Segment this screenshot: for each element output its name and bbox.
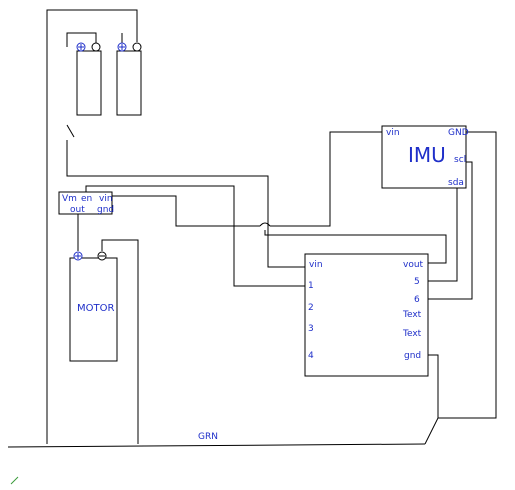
controller-pin-text-2: Text [402, 329, 422, 339]
controller-pin-3: 3 [308, 324, 314, 334]
controller-pin-gnd: gnd [404, 351, 421, 361]
wire-gnd-to-rail [424, 417, 439, 445]
wire-hop-to-vout [264, 230, 447, 264]
driver-pin-out: out [70, 205, 85, 215]
battery-switch [66, 124, 75, 138]
controller-pin-5: 5 [414, 277, 420, 287]
wire-imu-scl-to-pin6 [428, 161, 473, 300]
motor-box [69, 257, 118, 362]
controller-pin-1: 1 [308, 281, 314, 291]
controller-pin-vin: vin [309, 260, 323, 270]
imu-title: IMU [408, 143, 446, 167]
wire-motor-to-ground [101, 239, 139, 444]
battery-cell-1 [76, 50, 102, 116]
controller-pin-2: 2 [308, 303, 314, 313]
motor-terminal-minus-icon [97, 251, 107, 261]
driver-pin-en: en [81, 194, 92, 204]
wire-driver-to-pin1 [85, 185, 305, 287]
ground-label: GRN [198, 432, 218, 442]
battery-terminal-minus-icon [132, 42, 142, 52]
driver-pin-vm: Vm [62, 194, 77, 204]
controller: vin 1 2 3 4 vout 5 6 Text Text gnd [304, 253, 429, 377]
motor-driver-box [58, 191, 113, 215]
motor-terminal-plus-icon [73, 251, 83, 261]
motor: MOTOR [69, 251, 118, 362]
wire-battery-top [46, 9, 138, 444]
battery-terminal-plus-icon [117, 42, 127, 52]
imu-pin-scl: scl [454, 155, 466, 165]
battery-terminal-minus-icon [91, 42, 101, 52]
pen-mark [10, 476, 19, 485]
imu-pin-vin: vin [386, 128, 400, 138]
wire-switch-down [66, 140, 305, 268]
battery-terminal-plus-icon [76, 42, 86, 52]
wire-crossover-hop [259, 222, 271, 227]
wire-battery-link-a [66, 32, 97, 47]
wire-hop-to-imu-vin [270, 131, 382, 227]
wire-imu-gnd [428, 131, 497, 419]
imu-pin-sda: sda [448, 178, 464, 188]
motor-label: MOTOR [77, 303, 114, 314]
driver-pin-gnd: gnd [97, 205, 114, 215]
controller-pin-6: 6 [414, 295, 420, 305]
controller-pin-vout: vout [403, 260, 424, 270]
controller-pin-4: 4 [308, 351, 314, 361]
battery-cell-2 [116, 50, 142, 116]
imu-module: IMU vin GND scl sda [381, 125, 469, 189]
controller-box [304, 253, 429, 377]
battery-pack [76, 42, 142, 116]
imu-pin-gnd: GND [448, 128, 469, 138]
ground-rail [7, 443, 426, 448]
motor-driver: Vm en vin out gnd [58, 191, 114, 215]
wire-imu-sda-to-pin5 [428, 188, 458, 282]
driver-pin-vin: vin [99, 194, 113, 204]
imu-box [381, 125, 467, 189]
wires [7, 9, 497, 448]
wire-driver-to-imu-vin [98, 195, 260, 227]
controller-pin-text-1: Text [402, 310, 422, 320]
